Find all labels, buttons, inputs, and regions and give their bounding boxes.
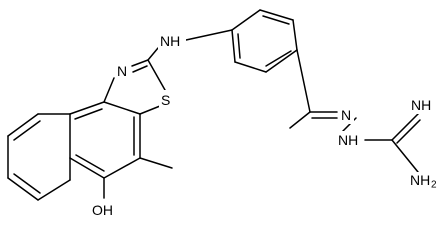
bond-ring-a-5 [234, 61, 267, 73]
atom-labels: NH N S OH N NH NH NH 2 [89, 32, 440, 218]
bond-ring-b-6 [69, 101, 105, 115]
atom-label-imine-nh: NH [411, 97, 431, 113]
bond-ring-a-4 [265, 49, 298, 73]
atom-label-thiazole-n: N [117, 63, 127, 79]
bond-ring-b-1 [103, 101, 141, 115]
bond-ring-b-3 [103, 157, 141, 179]
atom-label-hydrazine-nh: NH [338, 132, 358, 148]
bond-thiazole-c2-s [147, 59, 166, 91]
bond-ring-b-6-double [74, 108, 103, 120]
bond-thiazole-c2-n-double [132, 65, 148, 73]
bond-ring-a-2 [259, 9, 294, 21]
bond-ring-a-6-double [237, 33, 241, 59]
bonds [7, 9, 421, 201]
bond-ring-a-4-double [265, 50, 292, 67]
bond-guanidine-c-nh2 [391, 139, 419, 173]
bond-ring-b-4-double [75, 154, 105, 172]
bond-guanidine-c-nh [391, 111, 421, 141]
bond-nh-ring [185, 29, 233, 41]
bond-ring-c-5 [37, 179, 71, 201]
bond-guanidine-c-nh-double [396, 119, 421, 144]
bond-ring-a-3 [292, 19, 298, 51]
bond-imine-methyl [289, 111, 311, 129]
bond-nh-thiazole [147, 47, 159, 61]
bond-thiazole-n-c [103, 77, 115, 103]
atom-label-hydroxyl: OH [92, 202, 113, 218]
atom-label-hydrazone-n: N [341, 107, 351, 123]
bond-ring-a-6 [231, 29, 236, 63]
bond-thiazole-c2-n [131, 59, 149, 67]
bond-ring-c-4 [7, 177, 39, 201]
bond-ring-a-1 [231, 9, 261, 31]
bond-ring-a-2-double [262, 15, 290, 25]
atom-label-amino: NH [410, 172, 430, 188]
bond-methyl-ring [139, 157, 173, 169]
atom-label-amine-nh: NH [160, 33, 180, 49]
bond-ring-c-4-double [13, 173, 41, 194]
bond-ring-c-2 [7, 113, 39, 137]
atom-label-amino-subscript: 2 [431, 180, 437, 191]
atom-label-thiazole-s: S [161, 92, 170, 108]
bond-ring-b-4 [69, 157, 105, 179]
bond-ring-c-2-double [13, 120, 41, 141]
bond-ring-to-imine-c [296, 49, 311, 113]
